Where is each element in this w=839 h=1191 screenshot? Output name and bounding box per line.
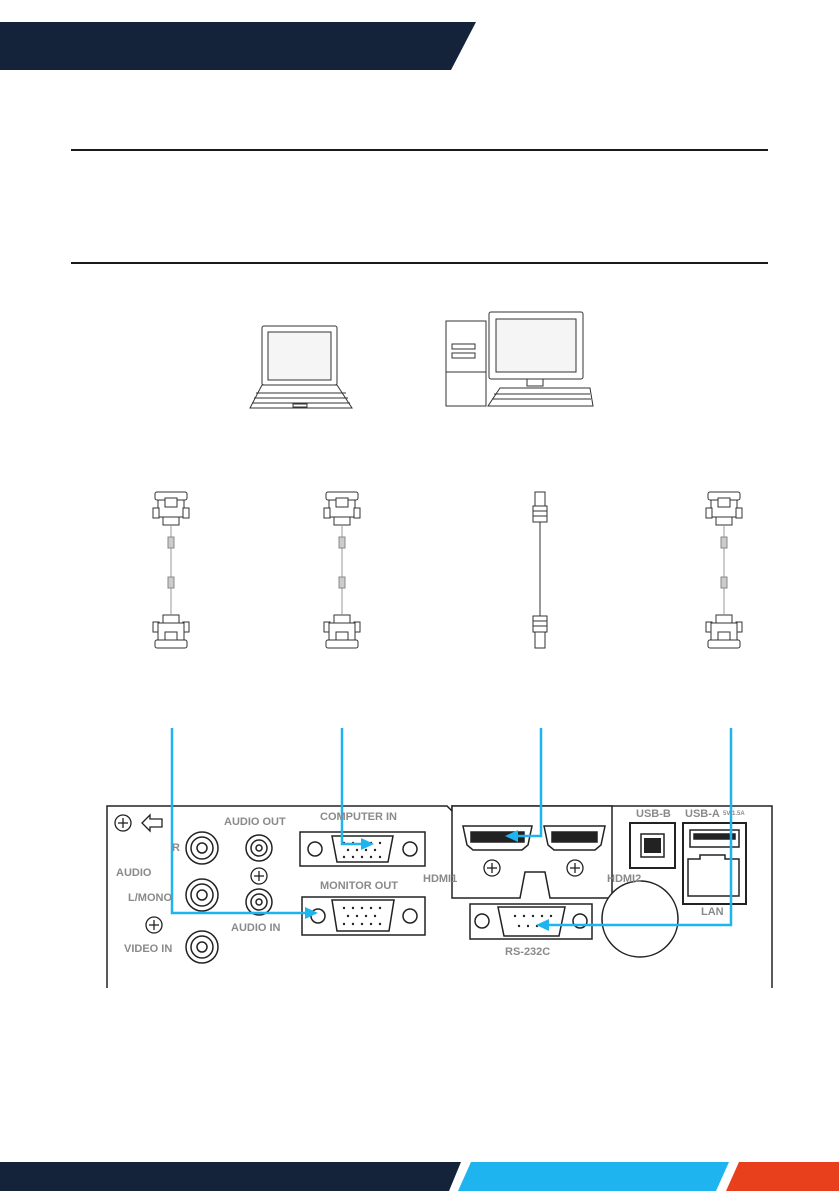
computer-in-label: COMPUTER IN: [320, 811, 397, 823]
footer-banner: [0, 1162, 839, 1191]
desktop-computer-icon: [445, 311, 594, 407]
vga-cable-icon: [152, 491, 190, 649]
audio-in-label: AUDIO IN: [231, 922, 281, 934]
projector-rear-panel: [106, 805, 773, 988]
top-rule: [71, 149, 768, 151]
audio-out-jack: [245, 834, 273, 862]
monitor-out-label: MONITOR OUT: [320, 880, 399, 892]
screw-icon: [250, 867, 268, 885]
arrow-left-icon: [141, 813, 163, 833]
rs232c-port: [469, 903, 593, 940]
monitor-out-port: [301, 896, 426, 936]
hdmi-block: [451, 805, 613, 899]
screw-icon: [145, 916, 163, 934]
bottom-rule: [71, 262, 768, 264]
vga-cable-icon: [323, 491, 361, 649]
screw-icon: [114, 814, 132, 832]
lan-label: LAN: [701, 906, 724, 918]
l-mono-label: L/MONO: [128, 892, 172, 904]
hdmi1-port: [462, 825, 533, 851]
audio-in-jack: [245, 888, 273, 916]
speaker-grille: [601, 880, 679, 958]
audio-r-jack: [185, 831, 219, 865]
hdmi1-label: HDMI1: [423, 873, 458, 885]
audio-label: AUDIO: [116, 867, 152, 879]
computer-in-port: [299, 831, 426, 867]
hdmi2-port: [543, 825, 606, 851]
audio-out-label: AUDIO OUT: [224, 816, 286, 828]
hdmi2-label: HDMI2: [607, 873, 642, 885]
usb-a-label: USB-A: [685, 808, 720, 820]
header-banner: [0, 22, 476, 70]
screw-icon: [483, 859, 584, 877]
video-in-jack: [185, 930, 219, 964]
usb-a-rating-label: 5V/1.5A: [723, 811, 745, 817]
laptop-icon: [249, 325, 353, 409]
rs232c-label: RS-232C: [505, 946, 551, 958]
usb-a-port: [689, 829, 740, 848]
usb-b-port: [629, 822, 676, 869]
usb-a-lan-block: [682, 822, 747, 905]
audio-l-mono-jack: [185, 878, 219, 912]
video-in-label: VIDEO IN: [124, 943, 173, 955]
hdmi-cable-icon: [532, 491, 548, 649]
lan-port: [687, 854, 740, 897]
audio-r-label: R: [172, 842, 180, 854]
usb-b-label: USB-B: [636, 808, 671, 820]
rs232-cable-icon: [705, 491, 743, 649]
